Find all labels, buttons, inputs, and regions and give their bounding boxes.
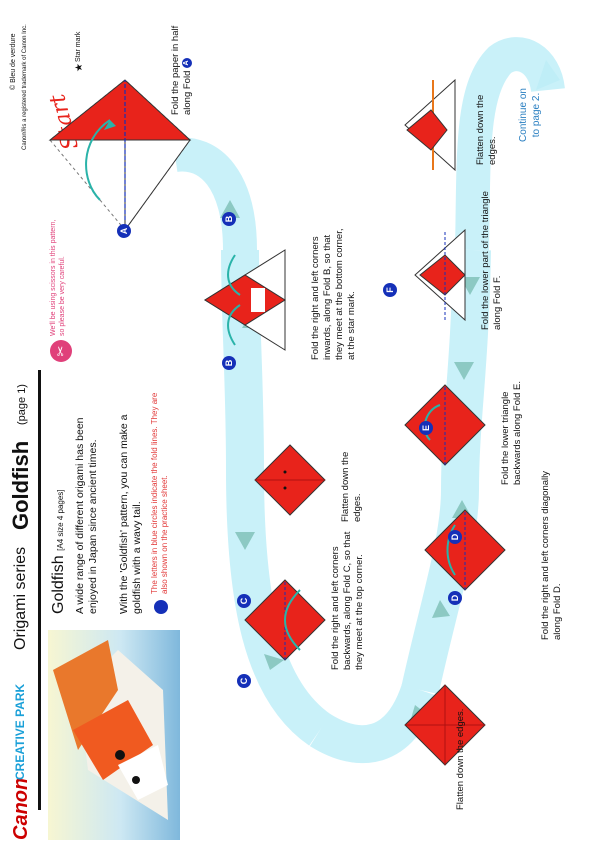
intro-para-2: With the 'Goldfish' pattern, you can mak…	[118, 414, 144, 614]
creative-park-logo: CREATIVE PARK	[13, 683, 27, 780]
step-1-text: Fold the paper in half along Fold A	[170, 5, 194, 115]
header-rule	[38, 370, 41, 810]
step-1-text-main: Fold the paper in half along Fold	[170, 25, 193, 115]
step-2-text: Fold the right and left corners inwards,…	[310, 228, 357, 361]
page-title: Goldfish	[8, 440, 33, 530]
page-label: (page 1)	[16, 384, 28, 425]
copyright: © Bleu de verdure	[10, 33, 17, 90]
step-4-diagram	[244, 579, 326, 661]
band-arrow-8-icon	[454, 362, 474, 380]
canon-logo: Canon	[10, 777, 32, 840]
step-6-diagram	[424, 509, 506, 591]
fold-letter-note: The letters in blue circles indicate the…	[150, 392, 169, 594]
fold-c-marker-bottom: C	[237, 674, 251, 688]
fold-b-marker-left: B	[222, 356, 236, 370]
goldfish-illustration	[53, 640, 168, 820]
step-9-text: Flatten down the edges.	[475, 94, 498, 165]
step-5-text: Flatten down the edges.	[455, 708, 466, 810]
step-2-diagram	[204, 249, 286, 351]
step-3-diagram	[254, 444, 326, 516]
step-9-diagram	[404, 78, 456, 172]
step-7-diagram	[404, 384, 486, 466]
intro-name: Goldfish	[50, 555, 67, 614]
star-mark-label: Star mark	[75, 31, 82, 62]
intro-title: Goldfish [A4 size 4 pages]	[50, 489, 68, 614]
scissors-icon: ✂	[50, 340, 72, 362]
step-1-diagram	[48, 79, 192, 232]
fold-e-marker: E	[419, 421, 433, 435]
fold-c-marker-top: C	[237, 594, 251, 608]
continue-arrow-icon	[536, 60, 560, 90]
step-8-diagram	[414, 228, 466, 322]
trademark: Canon®is a registered trademark of Canon…	[22, 24, 28, 150]
step-8-text: Fold the lower part of the triangle alon…	[480, 191, 503, 330]
fold-a-marker: A	[117, 224, 131, 238]
step-7-text: Fold the lower triangle backwards along …	[500, 380, 523, 485]
fold-letter-legend-icon	[154, 600, 168, 614]
star-mark-icon: ★	[74, 63, 85, 72]
band-arrow-4-icon	[264, 654, 284, 670]
fold-d-marker-left: D	[448, 591, 462, 605]
step-6-text: Fold the right and left corners diagonal…	[540, 471, 563, 640]
step-1-inline-letter: A	[182, 57, 193, 68]
continue-label: Continue on to page 2.	[518, 88, 542, 142]
size-note: [A4 size 4 pages]	[56, 489, 65, 551]
band-arrow-6-icon	[432, 600, 450, 618]
intro-para-1: A wide range of different origami has be…	[74, 417, 100, 614]
step-3-text: Flatten down the edges.	[340, 451, 363, 522]
fold-d-marker-right: D	[448, 530, 462, 544]
fold-b-marker-right: B	[222, 212, 236, 226]
step-5-diagram	[404, 684, 486, 766]
band-arrow-3-icon	[235, 532, 255, 550]
goldfish-photo	[48, 630, 180, 840]
series-label: Origami series	[12, 546, 29, 650]
fold-f-marker: F	[383, 283, 397, 297]
step-4-text: Fold the right and left corners backward…	[330, 531, 365, 670]
